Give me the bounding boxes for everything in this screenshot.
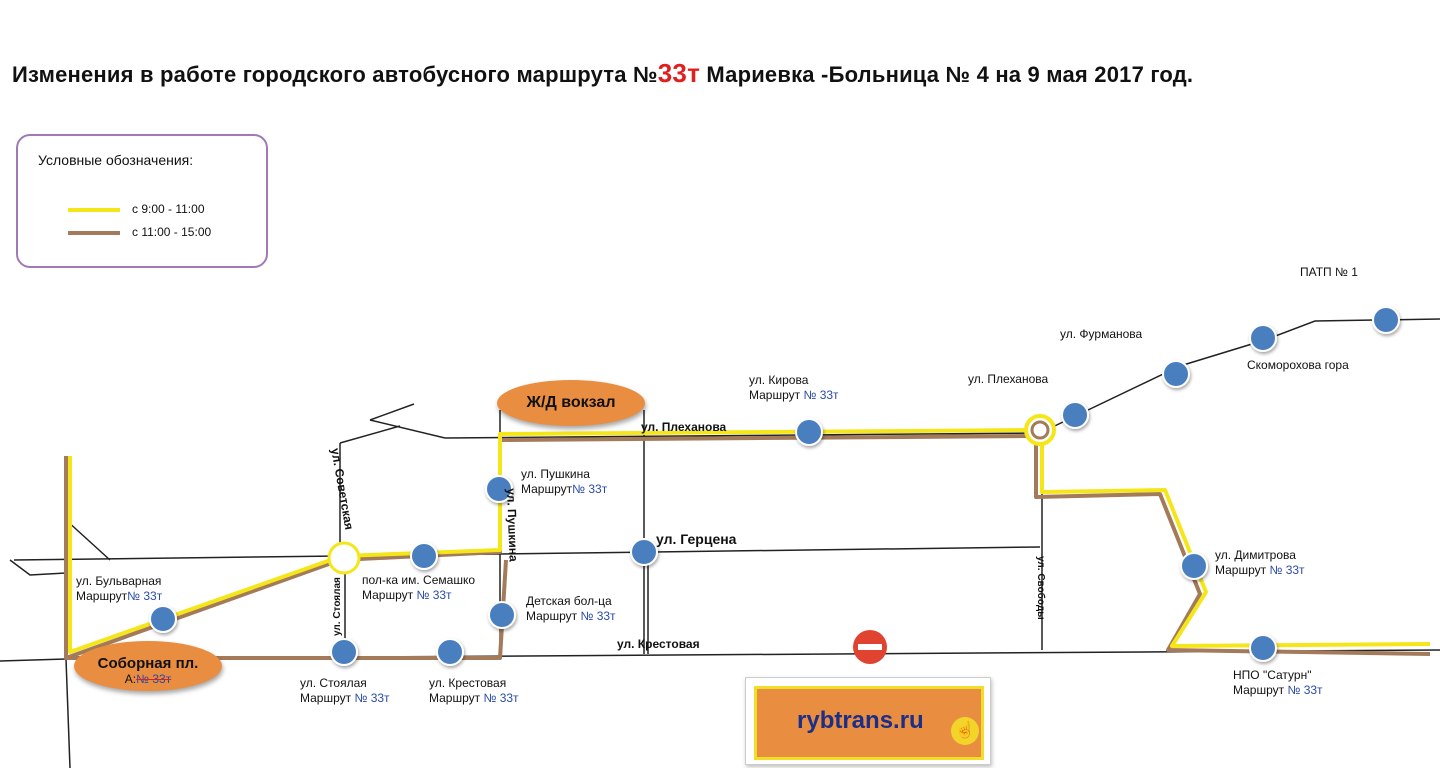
street-svobody: ул. Свободы	[1035, 556, 1046, 620]
stop-saturn	[1249, 634, 1277, 662]
legend-box: Условные обозначения: с 9:00 - 11:00 с 1…	[16, 134, 268, 268]
label-patp: ПАТП № 1	[1300, 265, 1358, 279]
label-detskaya: Детская бол-ца Маршрут № 33т	[526, 594, 616, 624]
stop-pushkina	[485, 475, 513, 503]
zd-vokzal-badge: Ж/Д вокзал	[497, 380, 645, 426]
stop-krestovaya	[436, 638, 464, 666]
label-krestovaya-name: ул. Крестовая	[429, 676, 507, 690]
street-gertsena: ул. Герцена	[656, 531, 737, 547]
route-word: Маршрут	[429, 691, 481, 705]
route-num: № 33т	[416, 588, 452, 602]
legend-heading: Условные обозначения:	[38, 152, 194, 168]
route-brown	[64, 434, 1431, 660]
route-num: № 33т	[1269, 563, 1305, 577]
label-furmanova: ул. Фурманова	[1060, 327, 1143, 341]
route-num: № 33т	[1287, 683, 1323, 697]
stop-detskaya	[488, 601, 516, 629]
route-yellow	[68, 428, 1431, 654]
legend-swatch-brown	[68, 231, 120, 235]
rybtrans-banner: rybtrans.ru ☝	[754, 686, 984, 760]
stop-kirova	[795, 418, 823, 446]
stop-dimitrova	[1180, 552, 1208, 580]
label-stoyalaya-name: ул. Стоялая	[300, 676, 367, 690]
route-num: № 33т	[354, 691, 390, 705]
route-word: Маршрут	[300, 691, 352, 705]
label-bulvarnaya-name: ул. Бульварная	[76, 574, 162, 588]
legend-label-day: с 11:00 - 15:00	[132, 225, 212, 239]
no-entry-icon	[853, 630, 887, 664]
legend-label-morning: с 9:00 - 11:00	[132, 202, 205, 216]
label-pushkina: ул. Пушкина Маршрут№ 33т	[521, 467, 607, 497]
rybtrans-link[interactable]: rybtrans.ru ☝	[745, 677, 991, 765]
route-num: № 33т	[803, 388, 839, 402]
rybtrans-text: rybtrans.ru	[797, 707, 924, 734]
route-word: Маршрут	[76, 589, 128, 603]
route-num: № 33т	[127, 589, 163, 603]
label-dimitrova-name: ул. Димитрова	[1215, 548, 1296, 562]
junction-sovetskaya	[327, 541, 361, 575]
sobornaya-sub: А:№ 33т	[74, 672, 222, 686]
sobornaya-sub-route: № 33т	[136, 672, 172, 686]
legend-swatch-yellow	[68, 208, 120, 212]
route-num: № 33т	[572, 482, 608, 496]
title-part1: Изменения в работе городского автобусног…	[12, 62, 658, 87]
stop-gertsena	[630, 538, 658, 566]
sobornaya-sub-prefix: А:	[124, 672, 137, 686]
stop-patp	[1372, 306, 1400, 334]
route-word: Маршрут	[749, 388, 801, 402]
route-num: № 33т	[580, 609, 616, 623]
label-dimitrova: ул. Димитрова Маршрут № 33т	[1215, 548, 1305, 578]
label-detskaya-name: Детская бол-ца	[526, 594, 612, 608]
label-krestovaya: ул. Крестовая Маршрут № 33т	[429, 676, 519, 706]
stop-furmanova	[1162, 360, 1190, 388]
sobornaya-label: Соборная пл.	[97, 655, 199, 672]
sobornaya-badge: Соборная пл. А:№ 33т	[74, 641, 222, 691]
label-kirova: ул. Кирова Маршрут № 33т	[749, 373, 839, 403]
junction-plekhanova	[1024, 414, 1056, 446]
stop-bulvarnaya	[149, 605, 177, 633]
title-route-number: 33т	[657, 58, 701, 88]
route-word: Маршрут	[526, 609, 578, 623]
label-semashko-name: пол-ка им. Семашко	[362, 573, 475, 587]
title-part2: Мариевка -Больница № 4 на 9 мая 2017 год…	[706, 62, 1194, 87]
page-title: Изменения в работе городского автобусног…	[12, 58, 1193, 89]
route-word: Маршрут	[362, 588, 414, 602]
label-plekhanova: ул. Плеханова	[968, 372, 1049, 386]
label-saturn-name: НПО "Сатурн"	[1233, 668, 1312, 682]
label-skomorokhova: Скоморохова гора	[1247, 358, 1349, 372]
stop-skomorokhova	[1249, 324, 1277, 352]
route-word: Маршрут	[521, 482, 573, 496]
hand-cursor-icon: ☝	[951, 717, 979, 745]
street-stoyalaya: ул. Стоялая	[332, 577, 343, 636]
label-semashko: пол-ка им. Семашко Маршрут № 33т	[362, 573, 475, 603]
street-krestovaya: ул. Крестовая	[617, 637, 700, 651]
route-word: Маршрут	[1215, 563, 1267, 577]
street-plekhanova: ул. Плеханова	[641, 420, 727, 434]
street-pushkina: ул. Пушкина	[504, 488, 521, 562]
label-stoyalaya: ул. Стоялая Маршрут № 33т	[300, 676, 390, 706]
stop-semashko	[410, 542, 438, 570]
label-pushkina-name: ул. Пушкина	[521, 467, 590, 481]
junction-plekhanova-inner	[1030, 420, 1050, 440]
stop-stoyalaya	[330, 638, 358, 666]
label-saturn: НПО "Сатурн" Маршрут № 33т	[1233, 668, 1323, 698]
stop-plekhanova	[1061, 401, 1089, 429]
route-word: Маршрут	[1233, 683, 1285, 697]
label-bulvarnaya: ул. Бульварная Маршрут№ 33т	[76, 574, 162, 604]
label-kirova-name: ул. Кирова	[749, 373, 809, 387]
route-num: № 33т	[483, 691, 519, 705]
